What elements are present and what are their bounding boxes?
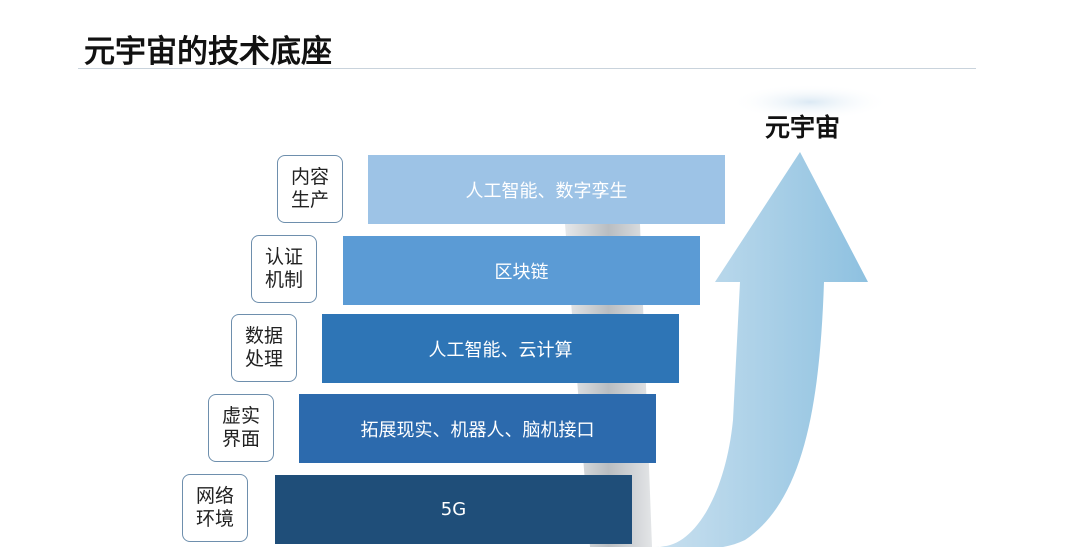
layer-bar: 人工智能、云计算 [322,314,679,383]
slide-title: 元宇宙的技术底座 [84,34,332,70]
layer-category-label: 虚实 界面 [208,394,274,462]
layer-bar: 5G [275,475,632,544]
layer-category-label: 数据 处理 [231,314,297,382]
arrow-icon [655,152,868,547]
layer-bar: 区块链 [343,236,700,305]
layer-category-label: 网络 环境 [182,474,248,542]
layer-category-label: 认证 机制 [251,235,317,303]
arrow-label: 元宇宙 [765,113,841,142]
layer-bar: 人工智能、数字孪生 [368,155,725,224]
title-glow [730,84,890,120]
layer-bar: 拓展现实、机器人、脑机接口 [299,394,656,463]
title-divider [78,68,976,69]
layer-category-label: 内容 生产 [277,155,343,223]
